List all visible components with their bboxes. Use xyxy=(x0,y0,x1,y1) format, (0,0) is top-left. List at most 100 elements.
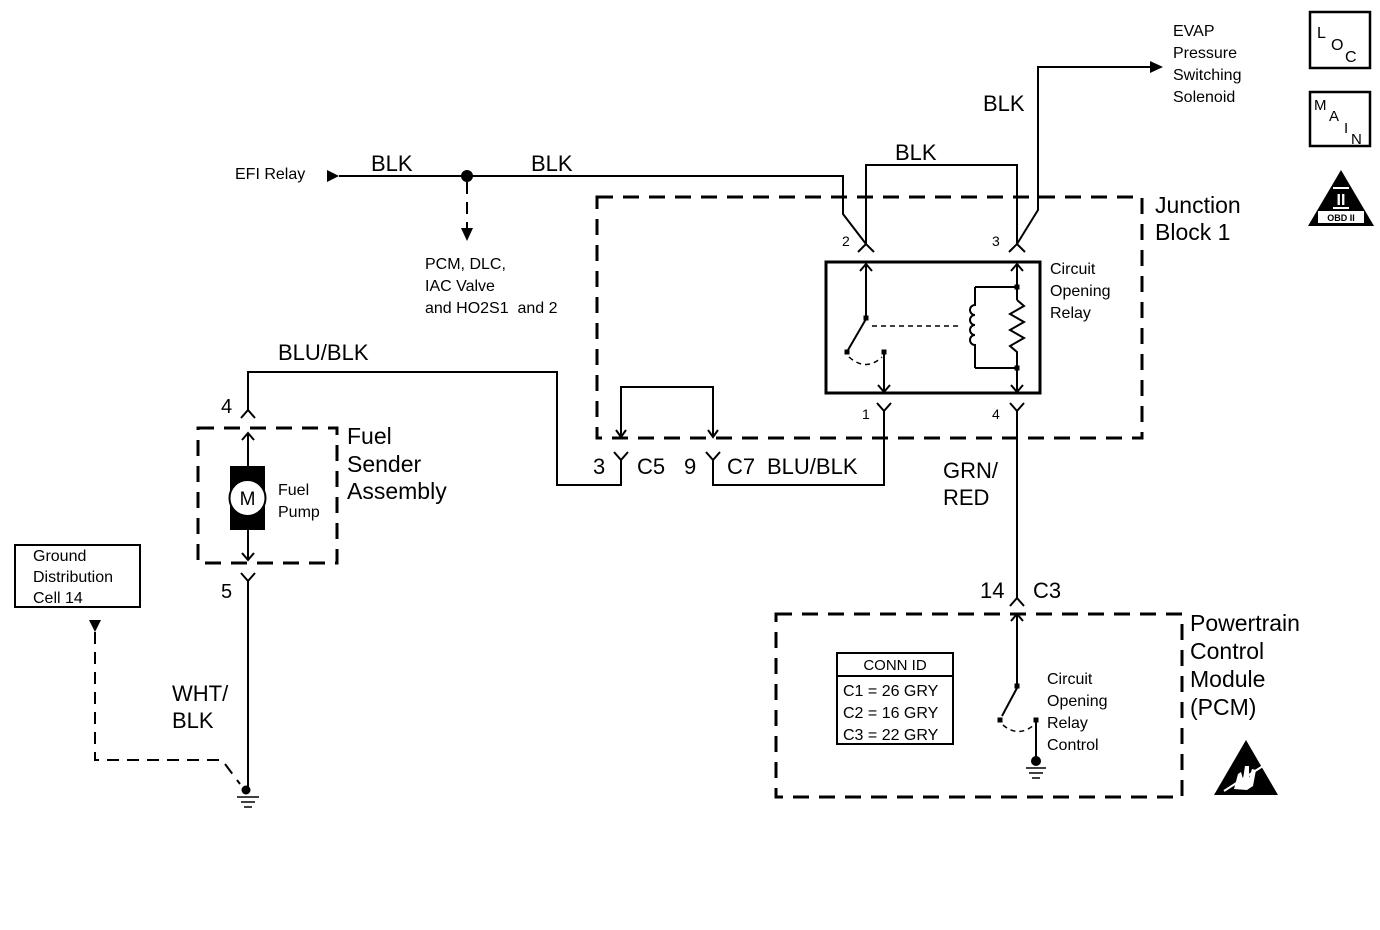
wire-color-sender-feed: BLU/BLK xyxy=(278,340,369,365)
conn-id-row: C3 = 22 GRY xyxy=(843,727,939,744)
c7-pin-number: 9 xyxy=(684,454,696,479)
connector-pin-3 xyxy=(1008,242,1026,253)
relay-arrow-down xyxy=(1010,384,1024,394)
ground-icon xyxy=(1026,756,1046,779)
main-badge-frame xyxy=(1308,90,1372,148)
main-letter: A xyxy=(1329,108,1339,125)
relay-label-line: Opening xyxy=(1050,283,1111,300)
ground-node xyxy=(241,785,251,795)
relay-arrow-down xyxy=(877,384,891,394)
conn-id-frame xyxy=(836,652,954,745)
connector-c5 xyxy=(613,451,629,462)
switch-pivot xyxy=(863,315,869,321)
pin-number-2: 2 xyxy=(842,233,850,249)
c5-label: C5 xyxy=(637,454,665,479)
loc-badge-icon: L O C xyxy=(1308,10,1372,70)
wire-jumper-blk xyxy=(865,164,1018,244)
efi-arrow-icon xyxy=(327,170,339,182)
efi-relay-label: EFI Relay xyxy=(235,166,305,183)
obd-numeral: II xyxy=(1337,192,1346,209)
pcm-arrow-up xyxy=(1010,612,1024,622)
evap-label-line: Switching xyxy=(1173,67,1241,84)
wire-color-ground: BLK xyxy=(172,708,214,733)
wire-color-efi-left: BLK xyxy=(371,151,413,176)
fuel-sender-label-line: Fuel xyxy=(347,423,392,449)
esd-sensitive-icon xyxy=(1214,740,1278,795)
pcm-switch-label-line: Relay xyxy=(1047,715,1088,732)
pcm-outline xyxy=(774,612,1184,799)
fuel-sender-label-line: Assembly xyxy=(347,478,447,504)
evap-solenoid-label: EVAP Pressure Switching Solenoid xyxy=(1173,23,1241,106)
ground-node xyxy=(1031,756,1041,766)
wire-evap-feed xyxy=(1016,66,1150,245)
connector-c7 xyxy=(705,451,721,462)
connector-sender-pin-5 xyxy=(240,572,256,583)
fuel-sender-label: Fuel Sender Assembly xyxy=(347,423,447,504)
branch-label-line: IAC Valve xyxy=(425,278,495,295)
switch-icon xyxy=(847,318,867,351)
sender-pin-number-bottom: 5 xyxy=(221,581,232,603)
pcm-switch-travel-arc xyxy=(1002,724,1035,733)
jumper-arrow-down xyxy=(615,429,627,439)
pcm-label: Powertrain Control Module (PCM) xyxy=(1190,610,1300,720)
obd-ii-warning-icon: II OBD II xyxy=(1308,170,1374,226)
branch-label-line: and HO2S1 and 2 xyxy=(425,300,558,317)
fuel-pump-label: Pump xyxy=(278,504,320,521)
connector-sender-pin-4 xyxy=(240,408,256,419)
relay-label-line: Circuit xyxy=(1050,261,1096,278)
connector-pin-1 xyxy=(876,402,892,413)
loc-letter: L xyxy=(1317,25,1326,42)
circuit-opening-relay xyxy=(824,260,1042,395)
connector-c3 xyxy=(1009,596,1025,607)
wire-color-pcm-control: GRN/ xyxy=(943,458,999,483)
pump-arrow-down xyxy=(241,552,255,562)
pcm-switch-pivot xyxy=(1014,683,1020,689)
ground-reference-arrow-icon xyxy=(89,620,101,632)
loc-letter: O xyxy=(1331,37,1343,54)
junction-block-label: Block 1 xyxy=(1155,219,1230,245)
fuel-pump-label: Fuel xyxy=(278,482,309,499)
conn-id-row: C1 = 26 GRY xyxy=(843,683,939,700)
wire-color-evap: BLK xyxy=(983,91,1025,116)
pcm-label-line: Module xyxy=(1190,666,1265,692)
switch-contact xyxy=(844,349,850,355)
pcm-label-line: (PCM) xyxy=(1190,694,1256,720)
relay-arrow-up xyxy=(859,262,873,272)
pcm-switch-label-line: Circuit xyxy=(1047,671,1093,688)
esd-slash xyxy=(1223,763,1267,792)
pcm-switch-arm xyxy=(1001,687,1018,717)
coil-icon xyxy=(969,287,976,368)
main-letter: M xyxy=(1314,97,1327,114)
pump-arrow-up xyxy=(241,431,255,441)
relay-frame xyxy=(824,260,1042,395)
switch-icon xyxy=(997,683,1039,733)
conn-id-row: C2 = 16 GRY xyxy=(843,705,939,722)
switch-travel-arc xyxy=(848,356,883,366)
sender-pin-number-top: 4 xyxy=(221,396,232,418)
main-letter: I xyxy=(1344,120,1348,137)
conn-id-title: CONN ID xyxy=(863,657,927,674)
wire-color-efi-right: BLK xyxy=(531,151,573,176)
c3-label: C3 xyxy=(1033,578,1061,603)
evap-arrow-icon xyxy=(1150,61,1163,73)
main-letter: N xyxy=(1351,131,1362,148)
ground-reference-dashed-line xyxy=(94,632,241,785)
relay-label: Circuit Opening Relay xyxy=(1050,261,1111,322)
ground-distribution-label: Cell 14 xyxy=(33,590,83,607)
pin-number-1: 1 xyxy=(862,406,870,422)
wire-relay-output xyxy=(712,411,885,486)
jb-internal-jumper xyxy=(620,386,714,437)
main-badge-icon: M A I N xyxy=(1308,90,1372,148)
junction-block-outline xyxy=(595,195,1144,440)
pcm-switch-contact xyxy=(997,717,1003,723)
fuel-sender-outline xyxy=(196,426,339,565)
jumper-arrow-down xyxy=(707,429,719,439)
connector-pin-4 xyxy=(1009,402,1025,413)
evap-label-line: EVAP xyxy=(1173,23,1215,40)
pcm-switch-label-line: Control xyxy=(1047,737,1099,754)
motor-symbol: M xyxy=(240,489,256,510)
obd-label: OBD II xyxy=(1327,213,1355,223)
wire-color-relay-output: BLU/BLK xyxy=(767,454,858,479)
branch-label-line: PCM, DLC, xyxy=(425,256,506,273)
